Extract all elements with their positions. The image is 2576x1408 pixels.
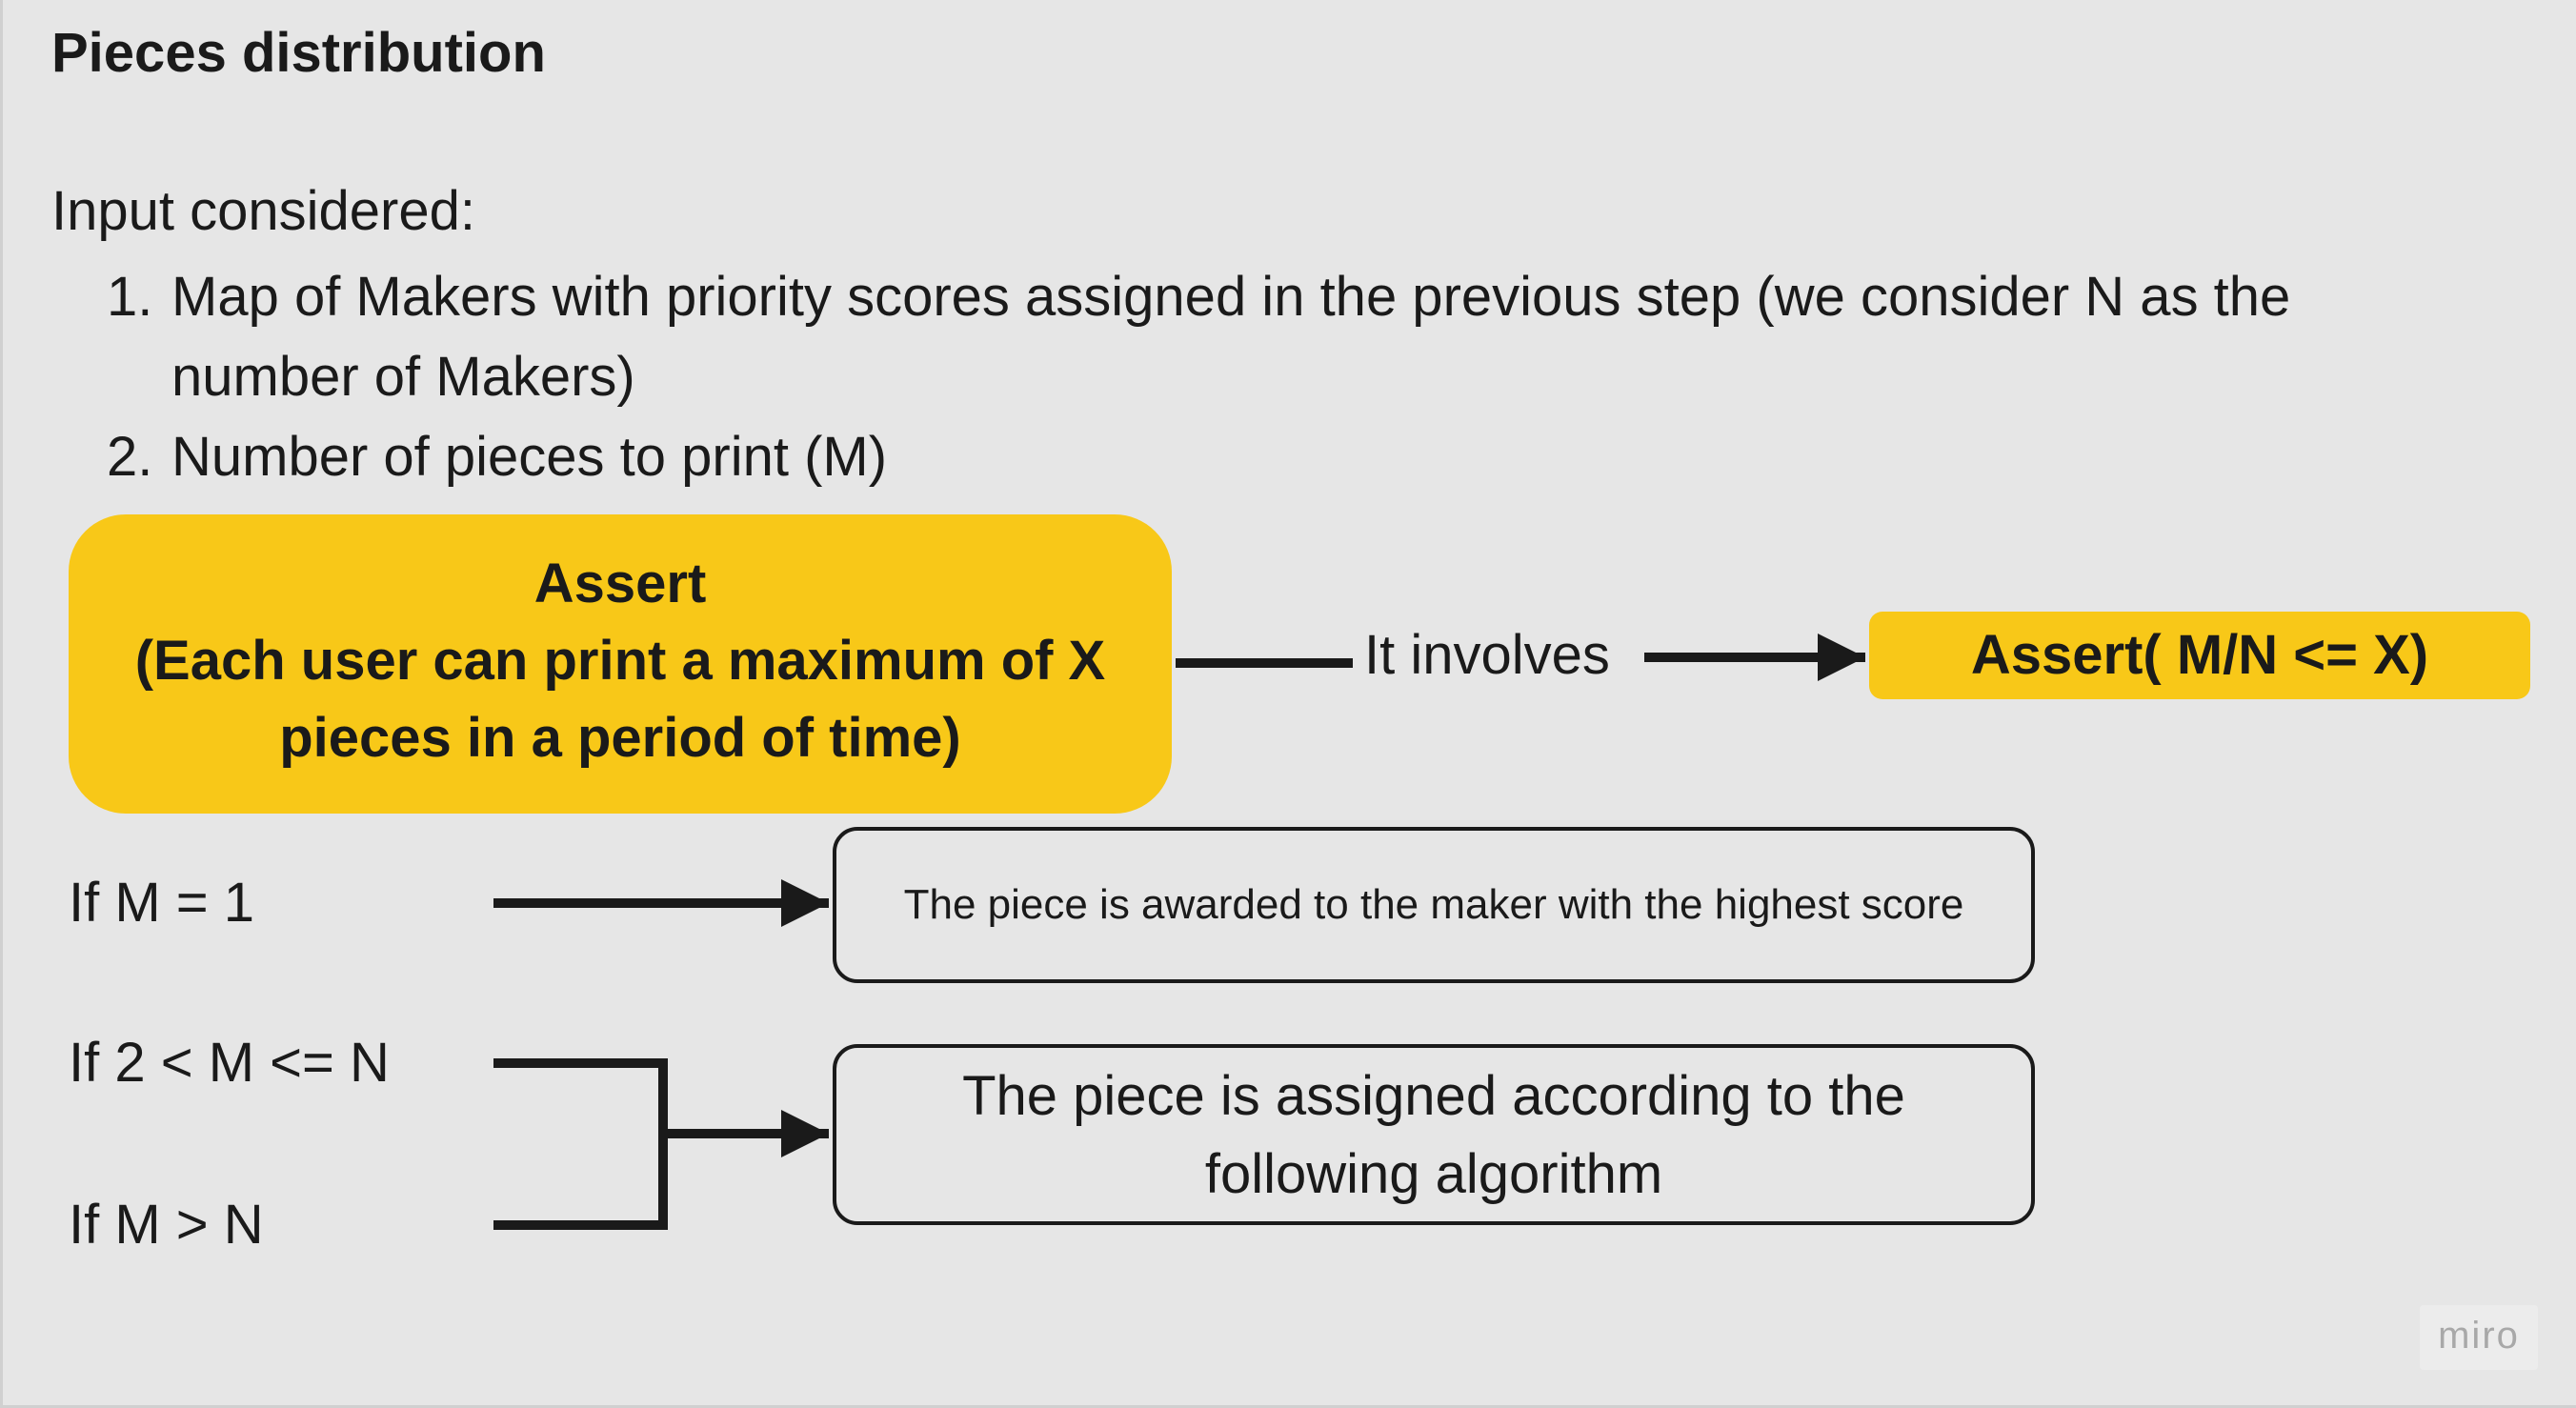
outcome-highest-score-box[interactable]: The piece is awarded to the maker with t… — [833, 827, 2035, 983]
list-item: 1. Map of Makers with priority scores as… — [107, 257, 2315, 417]
input-intro: Input considered: — [51, 180, 475, 242]
assert-heading: Assert — [533, 553, 707, 614]
involves-label: It involves — [1364, 624, 1610, 686]
condition-m-between: If 2 < M <= N — [69, 1032, 390, 1094]
assert-text-line: (Each user can print a maximum of X — [134, 630, 1106, 692]
condition-m-equals-one: If M = 1 — [69, 872, 255, 934]
board-title: Pieces distribution — [51, 22, 546, 84]
list-item-text: Map of Makers with priority scores assig… — [171, 266, 2291, 408]
condition-m-greater: If M > N — [69, 1194, 264, 1256]
assert-formula-sticky[interactable]: Assert( M/N <= X) — [1869, 612, 2530, 699]
outcome-text-line: The piece is assigned according to the — [962, 1065, 1905, 1127]
input-list: 1. Map of Makers with priority scores as… — [107, 257, 2315, 497]
list-item-number: 2. — [107, 426, 153, 488]
list-item: 2. Number of pieces to print (M) — [107, 417, 2315, 497]
assert-sticky[interactable]: Assert (Each user can print a maximum of… — [69, 514, 1172, 814]
list-item-text: Number of pieces to print (M) — [171, 426, 888, 488]
miro-watermark: miro — [2420, 1305, 2538, 1370]
connector-bracket[interactable] — [493, 1058, 668, 1230]
assert-text-line: pieces in a period of time) — [279, 707, 961, 769]
list-item-number: 1. — [107, 266, 153, 328]
outcome-text-line: following algorithm — [1204, 1143, 1663, 1205]
outcome-algorithm-box[interactable]: The piece is assigned according to the f… — [833, 1044, 2035, 1225]
